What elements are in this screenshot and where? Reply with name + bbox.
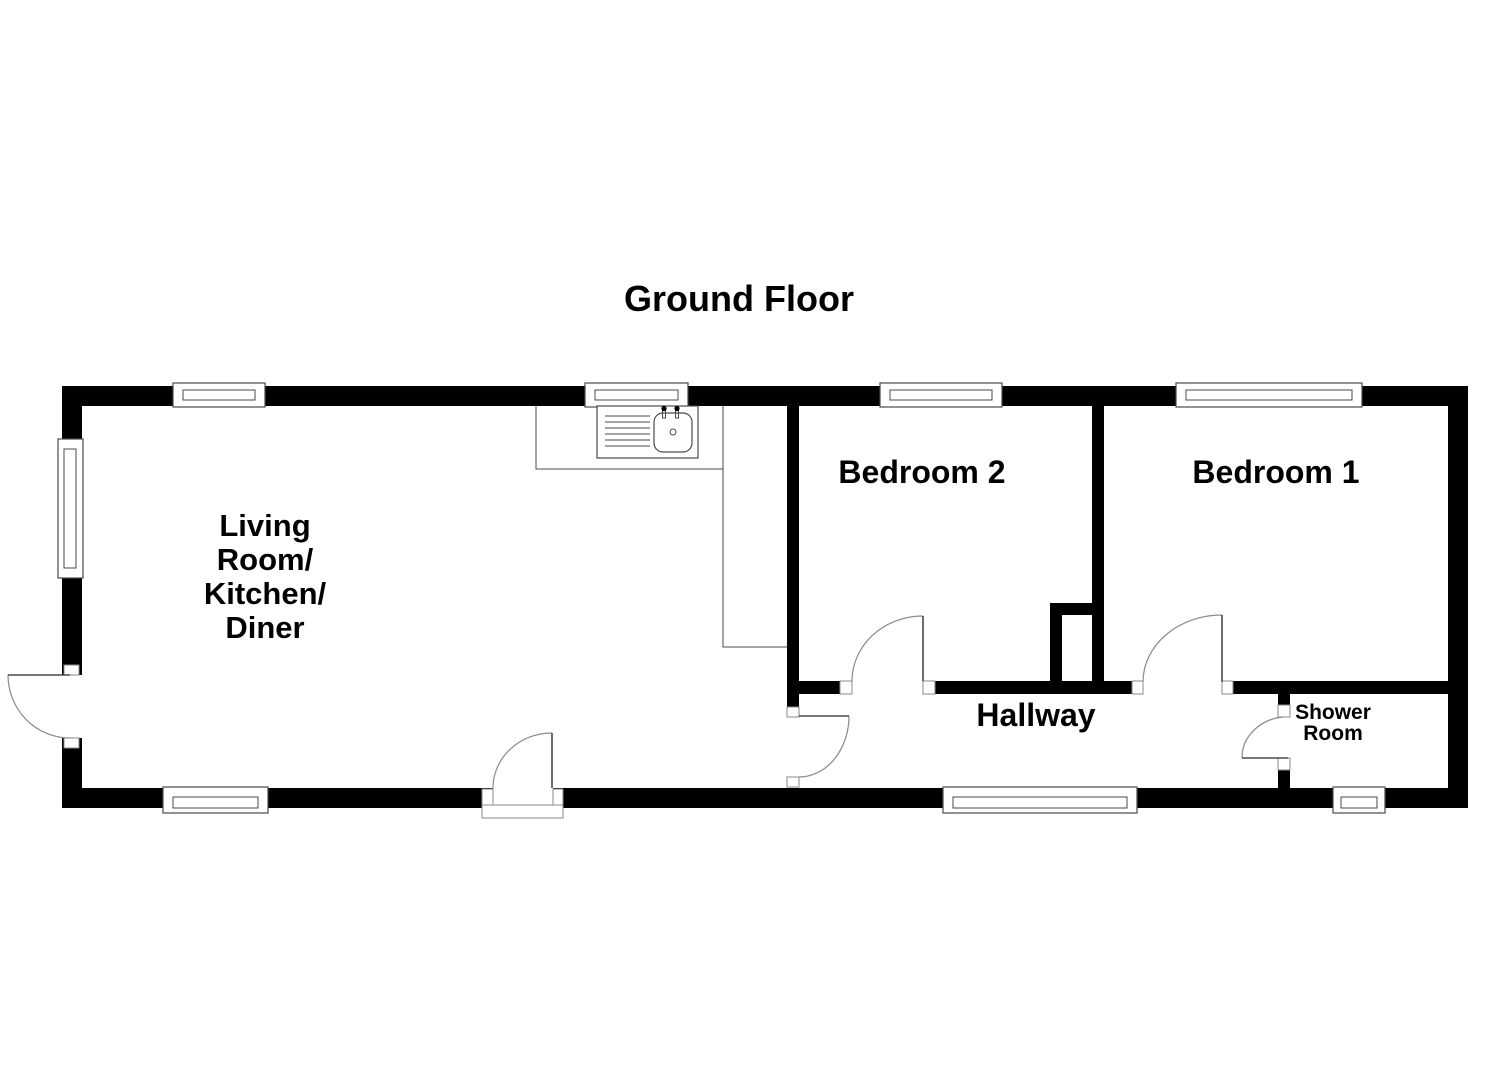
kitchen-sink-icon [596,405,699,459]
room-label-shower-room: Shower Room [1295,701,1371,745]
window-bedroom2-top [879,382,1003,408]
bedroom2-door [851,615,924,682]
room-label-bedroom-2: Bedroom 2 [838,454,1006,490]
bedroom2-door-jamb-left [839,680,853,695]
wall-hallway-top-left [799,681,840,694]
doors [7,614,1288,789]
shower-door-jamb-bottom [1277,757,1291,771]
side-door-opening [62,675,82,738]
wall-bedroom1-bedroom2-divider [1092,406,1104,681]
sink-drainer-lines [605,415,650,447]
side-door-jamb-bottom [63,737,80,749]
bedroom2-door-jamb-right [922,680,936,695]
living-hall-door-jamb-bottom [786,776,800,788]
wall-hallway-top-right [1233,681,1448,694]
wall-exterior-right [1448,386,1468,808]
page-title: Ground Floor [624,278,854,319]
bedroom1-door [1142,614,1223,683]
windows [57,382,1386,814]
living-hallway-door [798,715,850,778]
wall-shower-left-upper [1278,694,1290,705]
wall-exterior-bottom [62,788,1468,808]
front-door-jamb-left [481,788,494,807]
kitchen-counter [535,406,787,648]
wall-openings [62,675,553,808]
room-label-living-kitchen-diner: Living Room/ Kitchen/ Diner [203,508,327,645]
door-jambs [63,664,1291,807]
front-door-opening [493,788,553,808]
sink-bowl [653,412,693,453]
bedroom1-door-jamb-right [1221,680,1234,695]
interior-walls [787,406,1448,788]
front-door [492,732,553,789]
living-hall-door-jamb-top [786,706,800,718]
wall-hallway-top-middle [935,681,1132,694]
wall-cupboard-left [1050,615,1062,681]
wall-exterior-top [62,386,1468,406]
window-living-left [57,438,84,579]
wall-cupboard-top [1050,603,1104,615]
window-kitchen-top [584,382,689,408]
window-living-top [172,382,266,408]
window-shower-bottom [1332,786,1386,814]
room-label-bedroom-1: Bedroom 1 [1192,454,1360,490]
sink-taps-icon [661,405,680,419]
front-door-jamb-right [552,788,564,807]
bedroom1-door-jamb-left [1131,680,1144,695]
room-label-hallway: Hallway [976,697,1096,733]
side-exterior-door [7,674,71,739]
shower-room-door [1241,716,1288,759]
wall-living-bedroom2-divider [787,406,799,707]
window-living-bottom [162,786,269,814]
shower-door-jamb-top [1277,704,1291,718]
sink-drain [669,428,677,436]
window-hallway-bottom [942,786,1138,814]
wall-shower-left-lower [1278,770,1290,788]
window-bedroom1-top [1175,382,1363,408]
front-door-threshold [481,804,564,819]
side-door-jamb-top [63,664,80,676]
